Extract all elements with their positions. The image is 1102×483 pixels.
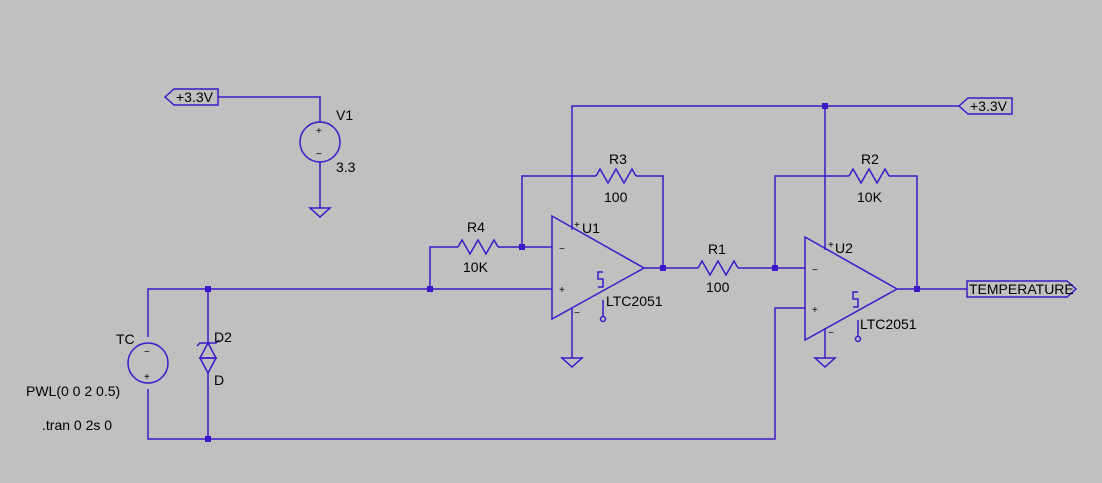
- voltage-source-v1[interactable]: + −: [299, 121, 341, 163]
- shutdown-pin-icon: [597, 271, 604, 288]
- svg-text:+3.3V: +3.3V: [970, 98, 1008, 114]
- svg-text:−: −: [316, 149, 322, 160]
- svg-text:+: +: [812, 305, 818, 316]
- v1-value: 3.3: [336, 159, 356, 175]
- r4-name: R4: [467, 219, 485, 235]
- svg-text:+: +: [144, 372, 150, 383]
- svg-text:−: −: [144, 347, 150, 358]
- tc-name: TC: [116, 331, 135, 347]
- svg-text:−: −: [574, 308, 580, 319]
- r3-value: 100: [604, 189, 628, 205]
- opamp-u2[interactable]: − + + −: [804, 235, 899, 343]
- svg-text:TEMPERATURE: TEMPERATURE: [969, 281, 1074, 297]
- resistor-r1[interactable]: [697, 259, 739, 277]
- resistor-r2[interactable]: [848, 167, 890, 185]
- opamp-u1[interactable]: − + + −: [551, 214, 646, 323]
- r4-value: 10K: [463, 259, 489, 275]
- r1-name: R1: [708, 241, 726, 257]
- resistor-r4[interactable]: [457, 238, 499, 256]
- r2-value: 10K: [857, 189, 883, 205]
- svg-text:−: −: [828, 328, 834, 339]
- ground-icon: [560, 357, 584, 369]
- svg-text:−: −: [812, 265, 818, 276]
- ground-icon: [308, 207, 332, 219]
- diode-d2[interactable]: [196, 339, 220, 375]
- net-label-temperature[interactable]: TEMPERATURE: [966, 280, 1078, 298]
- d2-name: D2: [214, 329, 232, 345]
- d2-value: D: [214, 372, 224, 388]
- net-label-v1-supply[interactable]: +3.3V: [163, 88, 219, 106]
- net-label-opamp-supply[interactable]: +3.3V: [957, 97, 1013, 115]
- svg-text:+: +: [559, 285, 565, 296]
- r2-name: R2: [861, 151, 879, 167]
- ground-icon: [813, 357, 837, 369]
- v1-name: V1: [336, 107, 353, 123]
- tc-value: PWL(0 0 2 0.5): [26, 383, 120, 399]
- junctions: [205, 103, 920, 442]
- shutdown-pin-icon: [852, 291, 859, 308]
- u2-name: U2: [835, 240, 853, 256]
- r1-value: 100: [706, 279, 730, 295]
- svg-text:+: +: [316, 126, 322, 137]
- svg-text:−: −: [559, 244, 565, 255]
- u1-name: U1: [582, 220, 600, 236]
- voltage-source-tc[interactable]: − +: [127, 342, 169, 384]
- wires: [147, 96, 967, 440]
- u1-value: LTC2051: [606, 293, 663, 309]
- svg-text:+3.3V: +3.3V: [176, 89, 214, 105]
- u2-value: LTC2051: [860, 316, 917, 332]
- resistor-r3[interactable]: [595, 167, 637, 185]
- svg-text:+: +: [574, 220, 580, 231]
- svg-text:+: +: [828, 240, 834, 251]
- spice-directive[interactable]: .tran 0 2s 0: [42, 417, 112, 433]
- r3-name: R3: [609, 151, 627, 167]
